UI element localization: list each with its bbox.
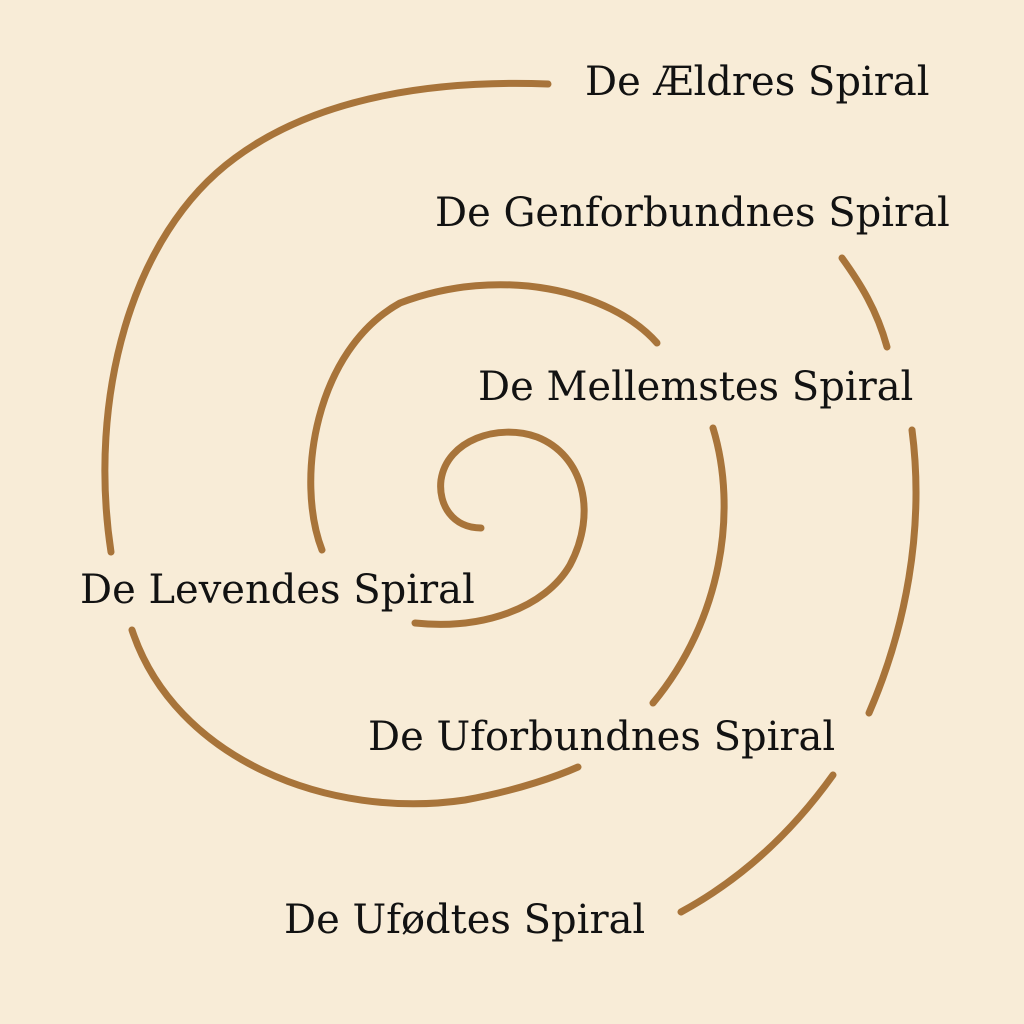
spiral-segment-outer-top	[101, 79, 552, 556]
spiral-segment-bottom	[677, 771, 837, 916]
label-aeldres-spiral: De Ældres Spiral	[585, 59, 930, 105]
spiral-segment-center	[411, 428, 588, 628]
label-ufodtes-spiral: De Ufødtes Spiral	[284, 897, 646, 943]
spiral-segment-outer-right	[865, 426, 920, 717]
spiral-segment-lower-left	[128, 626, 582, 808]
spiral-segment-upper-right	[838, 254, 891, 351]
label-mellemstes-spiral: De Mellemstes Spiral	[478, 364, 914, 410]
spiral-segment-right-middle	[649, 424, 728, 707]
spiral-segment-middle	[307, 281, 661, 554]
label-levendes-spiral: De Levendes Spiral	[80, 567, 475, 613]
label-uforbundnes-spiral: De Uforbundnes Spiral	[368, 714, 836, 760]
label-genforbundnes-spiral: De Genforbundnes Spiral	[435, 190, 950, 236]
